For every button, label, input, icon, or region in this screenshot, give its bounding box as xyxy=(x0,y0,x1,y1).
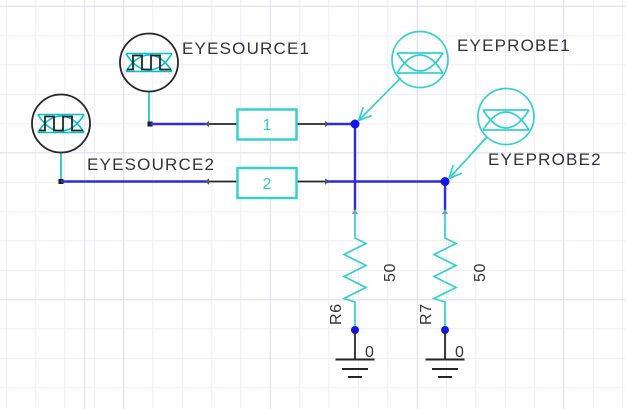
eyesource2-label[interactable]: EYESOURCE2 xyxy=(87,155,215,174)
pin-marker xyxy=(205,178,209,185)
channel1-label: 1 xyxy=(263,117,272,134)
resistor-body[interactable] xyxy=(341,211,368,330)
resistor-value[interactable]: 50 xyxy=(382,263,399,282)
ground2-symbol[interactable]: 0 xyxy=(425,331,465,378)
eyeprobe1-symbol[interactable]: EYEPROBE1 xyxy=(357,30,571,122)
channel1-block[interactable]: 1 xyxy=(236,108,298,141)
probe-arrow xyxy=(357,77,402,122)
resistor-value[interactable]: 50 xyxy=(472,263,489,282)
eyeprobe2-symbol[interactable]: EYEPROBE2 xyxy=(448,87,602,180)
ground-net-label[interactable]: 0 xyxy=(365,344,375,361)
pin-marker xyxy=(205,120,209,128)
resistor-name[interactable]: R6 xyxy=(328,303,345,325)
eyesource-icon xyxy=(31,93,91,154)
eyeprobe1-label[interactable]: EYEPROBE1 xyxy=(457,36,571,55)
net-row2[interactable] xyxy=(58,177,450,214)
probe-arrow xyxy=(448,136,488,180)
eyesource1-label[interactable]: EYESOURCE1 xyxy=(182,39,310,58)
eyesource1-symbol[interactable]: EYESOURCE1 xyxy=(119,32,310,125)
resistor-name[interactable]: R7 xyxy=(418,303,435,325)
junction-node[interactable] xyxy=(440,177,450,186)
ground1-symbol[interactable]: 0 xyxy=(335,331,375,378)
channel2-label: 2 xyxy=(263,176,272,193)
ground-net-label[interactable]: 0 xyxy=(455,344,465,361)
eyesource-icon xyxy=(119,32,179,93)
channel2-block[interactable]: 2 xyxy=(236,166,298,200)
junction-node[interactable] xyxy=(441,326,449,334)
net-row1[interactable] xyxy=(147,119,360,215)
eyeprobe-icon xyxy=(477,87,535,146)
eyeprobe2-label[interactable]: EYEPROBE2 xyxy=(488,150,602,169)
resistor-body[interactable] xyxy=(431,211,458,330)
junction-node[interactable] xyxy=(351,326,359,334)
resistor-r7[interactable]: R7 50 xyxy=(418,211,489,334)
resistor-r6[interactable]: R6 50 xyxy=(328,211,399,334)
eyesource2-symbol[interactable]: EYESOURCE2 xyxy=(31,93,215,182)
junction-node[interactable] xyxy=(350,119,360,129)
eyeprobe-icon xyxy=(391,30,449,89)
